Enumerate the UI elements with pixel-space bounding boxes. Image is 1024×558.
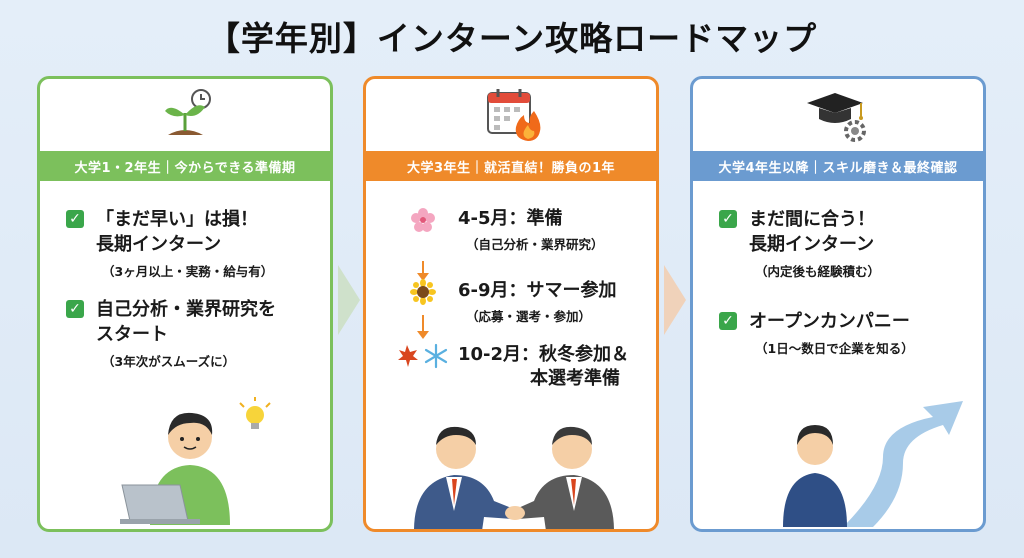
timeline-title: 4-5月：準備	[458, 208, 563, 229]
calendar-fire-icon	[487, 89, 541, 141]
card-icon-area	[40, 79, 330, 151]
card-year-4: 大学4年生以降｜スキル磨き＆最終確認 ✓ まだ間に合う！ 長期インターン （内定…	[690, 76, 986, 532]
checkmark-icon: ✓	[66, 210, 84, 228]
checklist-item: ✓ 「まだ早い」は損！ 長期インターン （3ヶ月以上・実務・給与有）	[66, 207, 273, 280]
sunflower-icon	[410, 279, 436, 305]
card-header: 大学4年生以降｜スキル磨き＆最終確認	[693, 151, 983, 181]
card-year-1-2: 大学1・2年生｜今からできる準備期 ✓ 「まだ早い」は損！ 長期インターン （3…	[37, 76, 333, 532]
item-subtitle: （3ヶ月以上・実務・給与有）	[102, 264, 274, 279]
person-path-illustration	[783, 401, 963, 527]
handshake-illustration	[414, 426, 614, 529]
item-subtitle: （内定後も経験積む）	[755, 264, 881, 279]
card-icon-area	[366, 79, 656, 151]
timeline-title-line2: 本選考準備	[530, 368, 620, 389]
card-header: 大学1・2年生｜今からできる準備期	[40, 151, 330, 181]
timeline-title: 10-2月：秋冬参加＆	[458, 344, 630, 365]
timeline-item: 4-5月：準備 （自己分析・業界研究）	[410, 207, 604, 253]
graduation-cap-gear-icon	[807, 93, 866, 142]
checklist-item: ✓ 自己分析・業界研究を スタート （3年次がスムーズに）	[66, 297, 276, 370]
timeline-subtitle: （応募・選考・参加）	[466, 309, 592, 324]
item-title: 自己分析・業界研究を	[96, 299, 276, 320]
timeline-title: 6-9月：サマー参加	[458, 280, 617, 301]
item-subtitle: （3年次がスムーズに）	[102, 354, 236, 369]
item-subtitle: （1日〜数日で企業を知る）	[755, 341, 914, 356]
timeline-subtitle: （自己分析・業界研究）	[466, 237, 604, 252]
checkmark-icon: ✓	[719, 210, 737, 228]
maple-snow-icon	[398, 343, 448, 369]
item-title: オープンカンパニー	[749, 311, 910, 332]
checklist-item: ✓ オープンカンパニー （1日〜数日で企業を知る）	[719, 309, 914, 357]
timeline-arrow	[417, 315, 429, 339]
student-laptop-illustration	[120, 397, 271, 525]
card-header: 大学3年生｜就活直結！勝負の1年	[366, 151, 656, 181]
chevron-right-icon	[664, 265, 686, 335]
item-title: まだ間に合う！	[749, 209, 875, 230]
card-year-3: 大学3年生｜就活直結！勝負の1年 4-5月：準備 （自己分析・業界研究） 6-9…	[363, 76, 659, 532]
item-title-line2: 長期インターン	[749, 234, 875, 255]
card-icon-area	[693, 79, 983, 151]
checkmark-icon: ✓	[719, 312, 737, 330]
timeline-item: 10-2月：秋冬参加＆ 本選考準備	[394, 343, 629, 391]
timeline-arrow	[417, 261, 429, 281]
checkmark-icon: ✓	[66, 300, 84, 318]
item-title: 「まだ早い」は損！	[96, 209, 258, 230]
chevron-right-icon	[338, 265, 360, 335]
checklist-item: ✓ まだ間に合う！ 長期インターン （内定後も経験積む）	[719, 207, 880, 280]
item-title-line2: 長期インターン	[96, 234, 222, 255]
timeline-item: 6-9月：サマー参加 （応募・選考・参加）	[410, 279, 617, 325]
item-title-line2: スタート	[96, 324, 168, 345]
sprout-clock-icon	[165, 89, 211, 135]
sakura-icon	[411, 208, 435, 232]
page-title: 【学年別】インターン攻略ロードマップ	[206, 19, 818, 58]
